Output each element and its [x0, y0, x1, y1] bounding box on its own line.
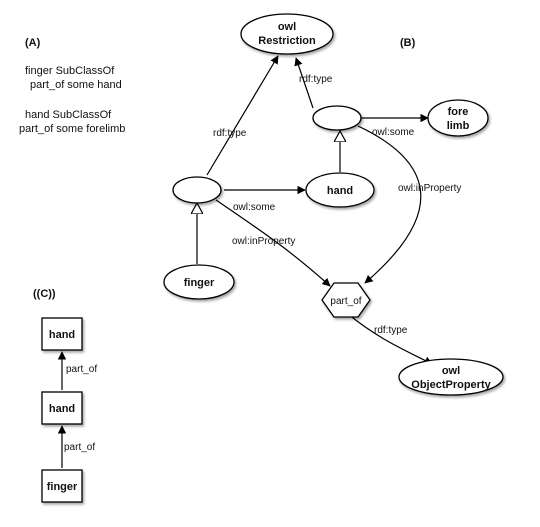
node-part-of[interactable] [321, 282, 371, 318]
node-anon-restriction-hand[interactable] [312, 105, 362, 131]
node-anon-restriction-finger[interactable] [172, 176, 222, 204]
label-rdf-type-part-of: rdf:type [374, 325, 408, 336]
section-c-label: ((C)) [33, 288, 56, 300]
label-owl-inproperty-bottom: owl:inProperty [232, 236, 295, 247]
label-owl-some-top: owl:some [372, 127, 415, 138]
node-owl-objectproperty[interactable] [398, 358, 504, 396]
axiom-finger-line1: finger SubClassOf [25, 65, 115, 77]
edge-rdf-type-part-of [347, 313, 433, 365]
section-a-label: (A) [25, 37, 41, 49]
chain-node-hand-middle[interactable] [41, 391, 83, 425]
edge-rdf-type-left [206, 55, 279, 176]
node-owl-restriction-line2: Restriction [258, 35, 316, 47]
node-forelimb-line2: limb [447, 120, 470, 132]
node-owl-objectproperty-line1: owl [442, 365, 460, 377]
chain-edge-upper-label: part_of [66, 364, 97, 375]
edge-owl-inproperty-bottom [215, 199, 331, 287]
label-rdf-type-top: rdf:type [299, 74, 333, 85]
axiom-hand-line2: part_of some forelimb [19, 123, 125, 135]
node-part-of-label: part_of [330, 296, 361, 307]
chain-node-finger-label: finger [47, 481, 78, 493]
label-owl-inproperty-top: owl:inProperty [398, 183, 461, 194]
section-b-label: (B) [400, 37, 416, 49]
axiom-finger-line2: part_of some hand [30, 79, 122, 91]
node-owl-restriction[interactable] [240, 13, 334, 55]
node-owl-objectproperty-line2: ObjectProperty [411, 379, 491, 391]
axiom-hand-line1: hand SubClassOf [25, 109, 112, 121]
chain-node-hand-middle-label: hand [49, 403, 75, 415]
edge-rdf-type-top [294, 57, 314, 109]
node-forelimb[interactable] [427, 99, 489, 137]
node-hand[interactable] [305, 172, 375, 208]
node-owl-restriction-line1: owl [278, 21, 296, 33]
chain-node-finger[interactable] [41, 469, 83, 503]
node-finger[interactable] [163, 264, 235, 300]
label-owl-some-bottom: owl:some [233, 202, 276, 213]
edge-owl-inproperty-top [357, 125, 422, 284]
node-finger-label: finger [184, 277, 215, 289]
node-hand-label: hand [327, 185, 353, 197]
chain-edge-lower-label: part_of [64, 442, 95, 453]
node-forelimb-line1: fore [448, 106, 469, 118]
chain-node-hand-top-label: hand [49, 329, 75, 341]
chain-node-hand-top[interactable] [41, 317, 83, 351]
label-rdf-type-left: rdf:type [213, 128, 247, 139]
